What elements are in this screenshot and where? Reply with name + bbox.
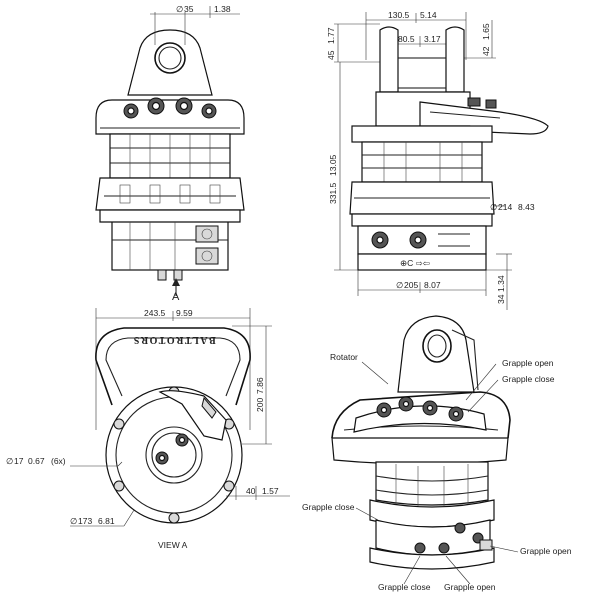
dim-dia214-in: 8.43 xyxy=(518,202,535,212)
dim-top-dia-in: 1.38 xyxy=(214,4,231,14)
callout-grapple-open-2: Grapple open xyxy=(520,546,572,556)
side-view: 130.5 5.14 80.5 3.17 45 1.77 42 1.65 xyxy=(326,10,549,310)
callout-grapple-close-2: Grapple close xyxy=(302,502,355,512)
dim-dia214-symbol: ∅ xyxy=(490,202,497,212)
callout-grapple-close-3: Grapple close xyxy=(378,582,431,592)
iso-view: Rotator Grapple open Grapple close Grapp… xyxy=(302,315,572,592)
dim-width-130-mm: 130.5 xyxy=(388,10,410,20)
dim-dia214-mm: 214 xyxy=(498,202,512,212)
front-view: ∅ 35 1.38 xyxy=(95,4,245,303)
dim-width-80-mm: 80.5 xyxy=(398,34,415,44)
dim-h200-in: 7.86 xyxy=(255,377,265,394)
dim-dia173-mm: 173 xyxy=(78,516,92,526)
dim-w40-mm: 40 xyxy=(246,486,256,496)
view-a-label: VIEW A xyxy=(158,540,188,550)
dim-top-dia-symbol: ∅ xyxy=(176,4,183,14)
dim-dia205-mm: 205 xyxy=(404,280,418,290)
dim-h45-mm: 45 xyxy=(326,50,336,60)
dim-h34-in: 1.34 xyxy=(496,275,506,292)
front-fittings xyxy=(123,97,217,119)
callout-grapple-open-1: Grapple open xyxy=(502,358,554,368)
dim-w40-in: 1.57 xyxy=(262,486,279,496)
dim-dia17-mm: 17 xyxy=(14,456,24,466)
iso-fittings xyxy=(376,396,464,422)
dim-w243-mm: 243.5 xyxy=(144,308,166,318)
dim-h42-mm: 42 xyxy=(481,46,491,56)
brand-text: BALTROTORS xyxy=(132,334,215,345)
dim-dia173-symbol: ∅ xyxy=(70,516,77,526)
dim-width-130-in: 5.14 xyxy=(420,10,437,20)
callout-grapple-close-1: Grapple close xyxy=(502,374,555,384)
dim-h45-in: 1.77 xyxy=(326,27,336,44)
section-a-label: A xyxy=(172,291,180,303)
callout-grapple-open-3: Grapple open xyxy=(444,582,496,592)
port-marks: ⊕C ⇨⇦ xyxy=(400,258,430,268)
dim-dia205-symbol: ∅ xyxy=(396,280,403,290)
dim-dia205-in: 8.07 xyxy=(424,280,441,290)
dim-width-80-in: 3.17 xyxy=(424,34,441,44)
dim-dia17-qty: (6x) xyxy=(51,456,66,466)
dim-w243-in: 9.59 xyxy=(176,308,193,318)
view-a: 243.5 9.59 BALTROTORS 200 7.86 xyxy=(6,308,290,550)
dim-h200-mm: 200 xyxy=(255,398,265,412)
callout-rotator: Rotator xyxy=(330,352,358,362)
dim-top-dia-mm: 35 xyxy=(184,4,194,14)
dim-dia173-in: 6.81 xyxy=(98,516,115,526)
dim-h34-mm: 34 xyxy=(496,294,506,304)
dim-h331-mm: 331.5 xyxy=(328,182,338,204)
dim-dia17-in: 0.67 xyxy=(28,456,45,466)
dim-h42-in: 1.65 xyxy=(481,23,491,40)
dim-h331-in: 13.05 xyxy=(328,154,338,176)
dim-dia17-symbol: ∅ xyxy=(6,456,13,466)
